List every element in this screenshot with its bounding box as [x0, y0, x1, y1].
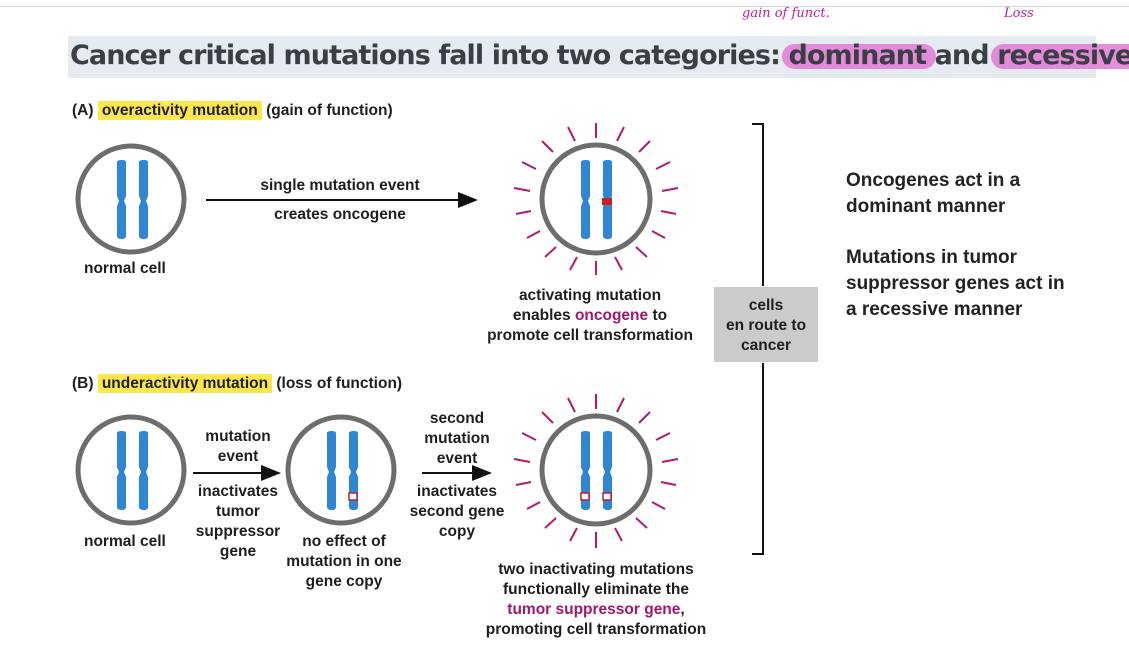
cells-en-route-box: cells en route to cancer — [714, 287, 818, 362]
title-dominant-highlighted: dominant — [788, 40, 927, 71]
handwritten-gain-annotation: gain of funct. — [742, 6, 830, 21]
arrow-b2-top-1: second — [429, 410, 485, 427]
title-middle: and — [926, 40, 998, 71]
oncogene-mutation-mark — [602, 198, 612, 205]
panel-a-suffix: (gain of function) — [266, 102, 393, 119]
inactivating-mutation-mark-2 — [602, 492, 612, 501]
side-text-p2-line2: suppressor genes act in — [846, 273, 1065, 294]
panel-b-letter: (B) — [72, 375, 94, 392]
handwritten-loss-annotation: Loss — [1004, 6, 1034, 21]
result-b-line1: two inactivating mutations — [498, 561, 694, 578]
chromosome-pair-oncogene — [581, 160, 612, 239]
normal-cell-b — [75, 414, 187, 526]
normal-cell-label-b: normal cell — [84, 533, 166, 550]
bracket — [752, 123, 764, 555]
transformed-cell-b — [513, 394, 679, 548]
arrow-b1-bottom-4: gene — [219, 543, 257, 560]
middle-cell-line3: gene copy — [305, 573, 383, 590]
tumor-suppressor-term: tumor suppressor gene — [507, 601, 681, 618]
arrow-a-bottom-label: creates oncogene — [274, 206, 406, 223]
arrow-b2-bottom-3: copy — [438, 523, 476, 540]
arrow-b1-bottom-2: tumor — [216, 503, 260, 520]
panel-a-header: (A) overactivity mutation (gain of funct… — [72, 101, 393, 121]
activation-rays-b — [513, 394, 679, 548]
result-a-line2-post: to — [648, 307, 668, 324]
cells-box-line2: en route to — [725, 317, 807, 334]
panel-a-highlight: overactivity mutation — [97, 101, 262, 120]
result-a-line2-pre: enables — [512, 307, 575, 324]
title-recessive-highlighted: recessive — [997, 40, 1129, 71]
result-b-line3: tumor suppressor gene, — [460, 600, 732, 620]
middle-cell-line1: no effect of — [302, 533, 386, 550]
result-b-line3-comma: , — [680, 601, 685, 618]
title-prefix: Cancer critical mutations fall into two … — [70, 40, 789, 71]
panel-a-letter: (A) — [72, 102, 94, 119]
inactivating-mutation-mark — [348, 492, 358, 501]
cells-box-line3: cancer — [741, 337, 791, 354]
activation-rays — [513, 123, 679, 275]
side-text-p1-line2: dominant manner — [846, 196, 1006, 217]
middle-cell-line2: mutation in one — [286, 553, 402, 570]
side-text-p2-line3: a recessive manner — [846, 299, 1023, 320]
side-text-p2-line1: Mutations in tumor — [846, 247, 1017, 268]
side-text-p1-line1: Oncogenes act in a — [846, 170, 1021, 191]
oncogene-term: oncogene — [574, 307, 649, 324]
arrow-b1-bottom-1: inactivates — [197, 483, 279, 500]
panel-b-header: (B) underactivity mutation (loss of func… — [72, 374, 402, 394]
arrow-b2-bottom-1: inactivates — [416, 483, 498, 500]
top-divider — [0, 6, 1129, 7]
result-b-line2: functionally eliminate the — [502, 581, 690, 598]
inactivating-mutation-mark-1 — [580, 492, 590, 501]
slide-title: Cancer critical mutations fall into two … — [70, 40, 1129, 71]
arrow-b1-bottom-3: suppressor — [195, 523, 281, 540]
arrow-b2-top-3: event — [436, 450, 478, 467]
arrow-b1-top-2: event — [217, 448, 259, 465]
arrow-b2-bottom-2: second gene — [409, 503, 505, 520]
transformed-cell-a — [513, 123, 679, 275]
chromosome-pair — [117, 160, 148, 239]
cells-box-line1: cells — [748, 297, 784, 314]
result-b-line4: promoting cell transformation — [485, 621, 707, 638]
arrow-b2-top-2: mutation — [424, 430, 490, 447]
result-a-line3: promote cell transformation — [487, 327, 693, 344]
panel-b-suffix: (loss of function) — [276, 375, 403, 392]
panel-b-highlight: underactivity mutation — [97, 374, 273, 393]
normal-cell-label-a: normal cell — [84, 260, 166, 277]
one-copy-mutated-cell — [285, 414, 397, 526]
arrow-a-top-label: single mutation event — [260, 177, 420, 194]
result-a-line2: enables oncogene to — [470, 306, 710, 326]
arrow-b1-top-1: mutation — [205, 428, 271, 445]
normal-cell-a — [75, 143, 187, 255]
result-a-line1: activating mutation — [518, 287, 662, 304]
